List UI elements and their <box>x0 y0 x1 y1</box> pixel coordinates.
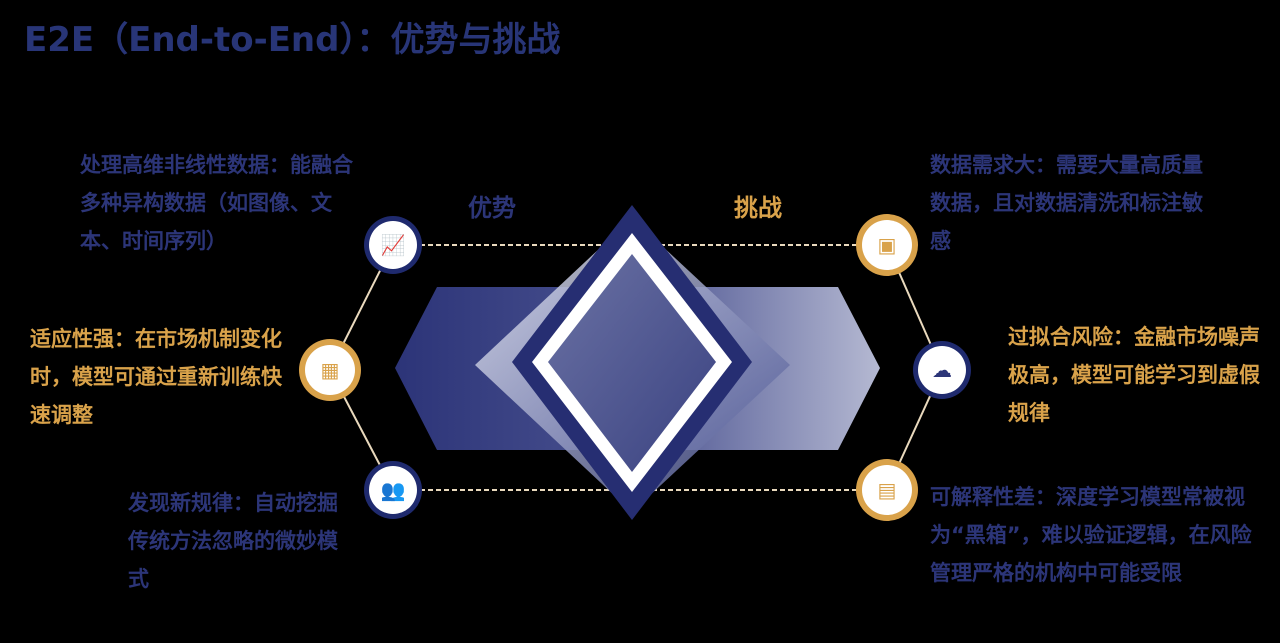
apps-grid-icon: ▦ <box>320 358 340 382</box>
challenge-item-2: 过拟合风险：金融市场噪声极高，模型可能学习到虚假规律 <box>1008 325 1260 425</box>
challenges-label: 挑战 <box>734 194 782 222</box>
challenge-item-3: 可解释性差：深度学习模型常被视为“黑箱”，难以验证逻辑，在风险管理严格的机构中可… <box>930 485 1252 585</box>
advantage-item-1: 处理高维非线性数据：能融合多种异构数据（如图像、文本、时间序列） <box>80 153 353 253</box>
chart-monitor-icon: 📈 <box>380 233 406 257</box>
page-title: E2E（End-to-End）：优势与挑战 <box>24 20 561 60</box>
icon-circles <box>299 214 971 521</box>
users-icon: 👥 <box>380 478 406 502</box>
advantage-item-3: 发现新规律：自动挖掘传统方法忽略的微妙模式 <box>128 491 338 591</box>
diamond-inner <box>548 254 716 472</box>
advantages-label: 优势 <box>468 194 516 222</box>
contact-book-icon: ▣ <box>877 233 897 257</box>
advantage-item-2: 适应性强：在市场机制变化时，模型可通过重新训练快速调整 <box>30 327 282 427</box>
building-icon: ▤ <box>877 478 897 502</box>
cloud-upload-icon: ☁ <box>932 358 952 382</box>
challenge-item-1: 数据需求大：需要大量高质量数据，且对数据清洗和标注敏感 <box>930 153 1203 253</box>
